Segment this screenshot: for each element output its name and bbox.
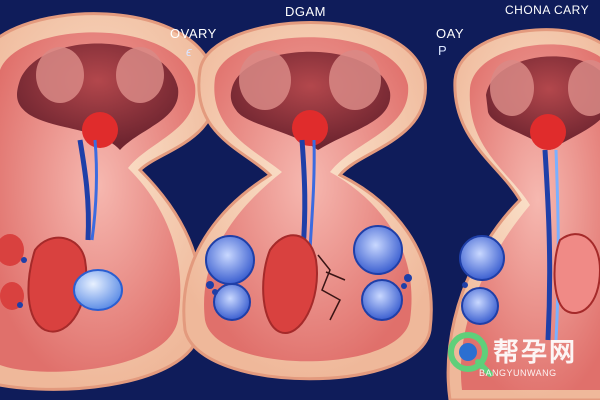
label-p-glyph: P (438, 43, 448, 58)
watermark-title: 帮孕网 (493, 338, 578, 368)
watermark-subtitle: BANGYUNWANG (479, 368, 557, 378)
middle-panel (182, 21, 433, 381)
label-ovary: OVARY (170, 26, 217, 41)
right-panel (446, 28, 600, 400)
label-dgam: DGAM (285, 4, 326, 19)
label-oay: OAY (436, 26, 464, 41)
watermark: 帮孕网 BANGYUNWANG (445, 332, 595, 392)
label-chona-cary: CHONA CARY (505, 3, 590, 17)
left-panel (0, 12, 218, 391)
q-logo-icon (448, 332, 493, 377)
label-e-glyph: ϵ (186, 44, 193, 59)
